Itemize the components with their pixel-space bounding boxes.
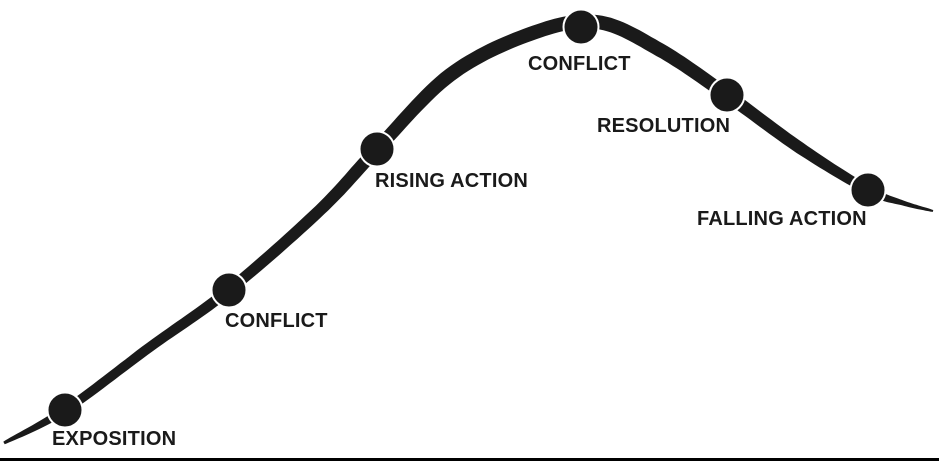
bottom-border-rule	[0, 458, 939, 461]
plot-point-dot-4	[708, 76, 746, 114]
label-exposition: EXPOSITION	[52, 428, 177, 450]
plot-point-dot-5	[849, 171, 887, 209]
label-conflict-peak: CONFLICT	[528, 53, 631, 75]
label-conflict-1: CONFLICT	[225, 310, 328, 332]
plot-point-dot-0	[46, 391, 84, 429]
plot-point-dot-1	[210, 271, 248, 309]
label-falling-action: FALLING ACTION	[697, 208, 867, 230]
label-rising-action: RISING ACTION	[375, 170, 528, 192]
plot-point-dot-2	[358, 130, 396, 168]
plot-point-dots	[46, 8, 887, 429]
plot-point-dot-3	[562, 8, 600, 46]
label-resolution: RESOLUTION	[597, 115, 731, 137]
